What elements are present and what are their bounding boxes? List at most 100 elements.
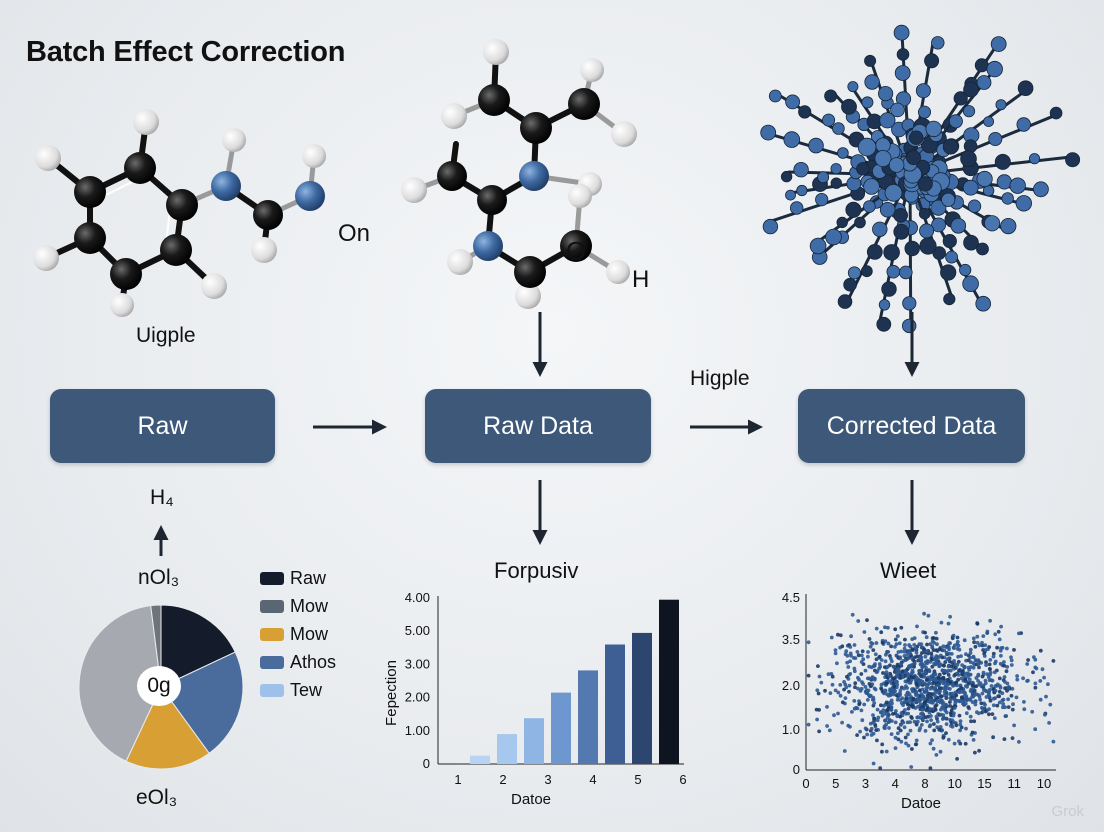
star-molecule-atom (830, 177, 843, 189)
pie-slice (160, 604, 236, 688)
star-molecule-atom (879, 112, 896, 129)
scatter-point (865, 618, 869, 622)
scatter-point (970, 700, 975, 704)
scatter-point (955, 662, 960, 667)
star-molecule-atom (1028, 153, 1041, 165)
scatter-point (884, 670, 889, 675)
star-molecule-atom (942, 234, 957, 249)
scatter-point (919, 658, 924, 663)
scatter-point (950, 691, 955, 696)
star-molecule-atom (918, 207, 931, 220)
scatter-point (914, 738, 919, 743)
scatter-point (925, 642, 929, 647)
corrected-data-box: Corrected Data (798, 389, 1025, 463)
scatter-point (891, 712, 895, 716)
scatter-x-tick: 3 (862, 776, 869, 791)
scatter-point (896, 669, 901, 674)
scatter-point (886, 625, 890, 630)
scatter-point (932, 728, 937, 733)
legend-swatch (260, 600, 284, 613)
scatter-point (885, 664, 890, 669)
scatter-point (987, 662, 992, 667)
star-molecule-atom (843, 277, 857, 292)
legend-swatch (260, 628, 284, 641)
scatter-point (927, 669, 932, 673)
scatter-point (924, 686, 929, 690)
scatter-point (840, 700, 845, 705)
scatter-point (988, 667, 992, 672)
scatter-point (914, 682, 919, 687)
legend-swatch (260, 572, 284, 585)
bar-y-label: Fepection (383, 660, 400, 726)
scatter-point (1000, 645, 1005, 650)
scatter-point (919, 723, 924, 727)
scatter-point (1009, 655, 1013, 660)
scatter-point (984, 695, 989, 699)
scatter-point (814, 707, 819, 712)
scatter-point (815, 717, 819, 722)
legend-label: Athos (290, 652, 337, 672)
scatter-point (888, 656, 893, 661)
scatter-point (932, 677, 937, 682)
scatter-point (916, 658, 921, 663)
scatter-point (915, 698, 920, 703)
scatter-point (968, 651, 973, 655)
scatter-point (906, 655, 911, 660)
scatter-point (908, 644, 913, 649)
scatter-point (899, 649, 904, 654)
scatter-point (899, 723, 903, 727)
scatter-point (875, 707, 880, 712)
scatter-point (910, 716, 914, 720)
scatter-point (893, 720, 898, 725)
scatter-point (915, 719, 920, 724)
scatter-point (889, 707, 894, 712)
scatter-point (1022, 707, 1027, 712)
scatter-point (865, 698, 870, 702)
scatter-point (1022, 700, 1026, 704)
star-molecule-atom (856, 162, 870, 176)
star-molecule-atom (915, 83, 931, 99)
scatter-point (985, 629, 990, 634)
scatter-point (987, 707, 991, 711)
scatter-point (875, 718, 880, 723)
pie-chart (78, 604, 244, 770)
scatter-point (981, 670, 986, 675)
scatter-point (939, 679, 943, 684)
star-molecule-atom (988, 132, 1003, 147)
scatter-point (946, 737, 951, 742)
scatter-point (879, 687, 884, 691)
scatter-point (939, 694, 944, 699)
scatter-point (873, 676, 877, 681)
scatter-point (987, 712, 991, 717)
left-up-label: H₄ (150, 486, 174, 509)
scatter-point (903, 643, 907, 647)
scatter-point (933, 690, 938, 695)
scatter-point (1010, 707, 1015, 712)
scatter-point (896, 726, 901, 731)
scatter-point (1002, 660, 1006, 664)
scatter-point (859, 660, 864, 664)
scatter-point (881, 671, 885, 675)
scatter-point (852, 699, 857, 703)
scatter-point (1005, 665, 1010, 669)
scatter-point (928, 707, 932, 711)
scatter-point (1033, 685, 1038, 690)
scatter-point (982, 654, 987, 658)
scatter-point (1047, 721, 1051, 725)
scatter-point (1015, 674, 1019, 678)
scatter-point (816, 664, 820, 668)
scatter-point (911, 675, 916, 680)
scatter-point (842, 680, 846, 684)
scatter-point (991, 703, 996, 708)
scatter-point (957, 739, 961, 744)
scatter-point (997, 676, 1002, 681)
scatter-point (1009, 663, 1014, 667)
scatter-point (955, 757, 959, 761)
scatter-point (938, 725, 943, 729)
scatter-point (941, 713, 946, 717)
scatter-point (973, 644, 978, 649)
star-molecule-atom (760, 124, 777, 141)
scatter-point (923, 689, 928, 694)
star-molecule-atom (893, 208, 909, 223)
